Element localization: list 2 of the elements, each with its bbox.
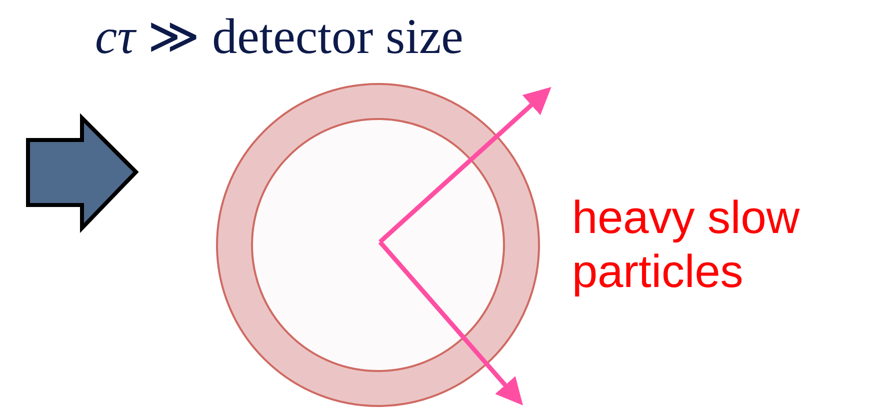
annotation-text: heavy slow particles (572, 190, 801, 298)
title: cτ ≫ detector size (95, 7, 464, 66)
